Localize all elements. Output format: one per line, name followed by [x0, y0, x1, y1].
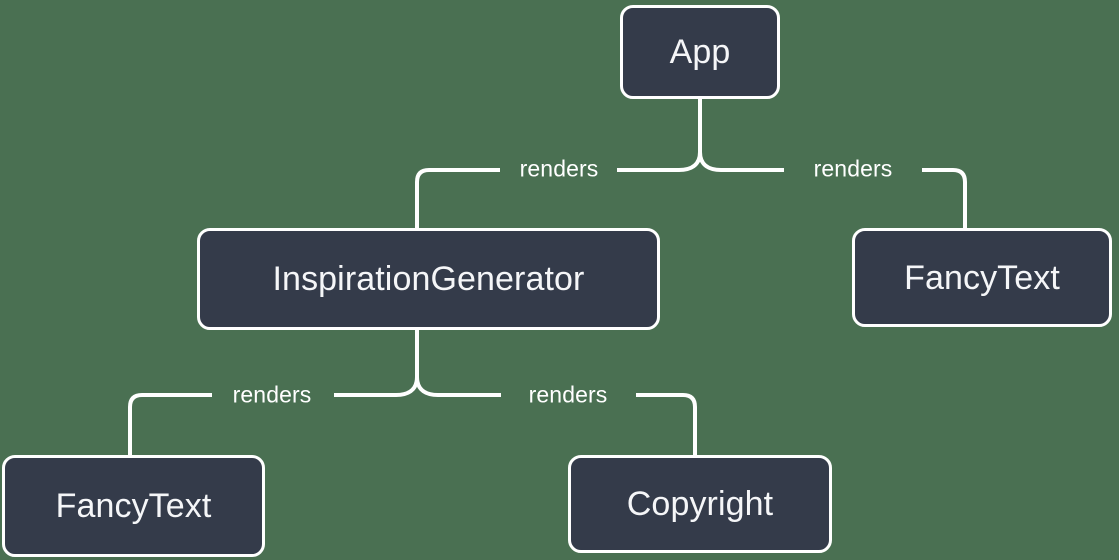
node-copyright[interactable]: Copyright — [568, 455, 832, 553]
edge-label-app-to-inspiration-generator: renders — [519, 155, 599, 182]
node-copyright-label: Copyright — [626, 485, 774, 523]
node-app-label: App — [669, 33, 731, 71]
edge-junction-inspiration-right — [415, 376, 501, 397]
edge-junction-app-right — [698, 151, 784, 172]
node-fancytext-right[interactable]: FancyText — [852, 228, 1112, 327]
edge-inspiration-generator-to-fancytext-bottom — [128, 393, 212, 455]
edge-junction-app — [617, 151, 702, 172]
edge-app-to-inspiration-generator — [415, 168, 500, 228]
node-inspiration-generator-label: InspirationGenerator — [272, 260, 585, 298]
node-inspiration-generator[interactable]: InspirationGenerator — [197, 228, 660, 330]
edge-label-app-to-fancytext-right: renders — [813, 155, 893, 182]
node-fancytext-right-label: FancyText — [904, 258, 1060, 297]
edge-label-inspiration-generator-to-fancytext-bottom: renders — [232, 381, 312, 408]
edge-label-inspiration-generator-to-copyright: renders — [528, 381, 608, 408]
edge-junction-inspiration-left — [334, 376, 419, 397]
node-fancytext-bottom[interactable]: FancyText — [2, 455, 265, 557]
edge-app-to-fancytext-right — [922, 168, 967, 228]
node-app[interactable]: App — [620, 5, 780, 99]
edge-inspiration-generator-to-copyright — [636, 393, 697, 455]
node-fancytext-bottom-label: FancyText — [55, 487, 212, 525]
